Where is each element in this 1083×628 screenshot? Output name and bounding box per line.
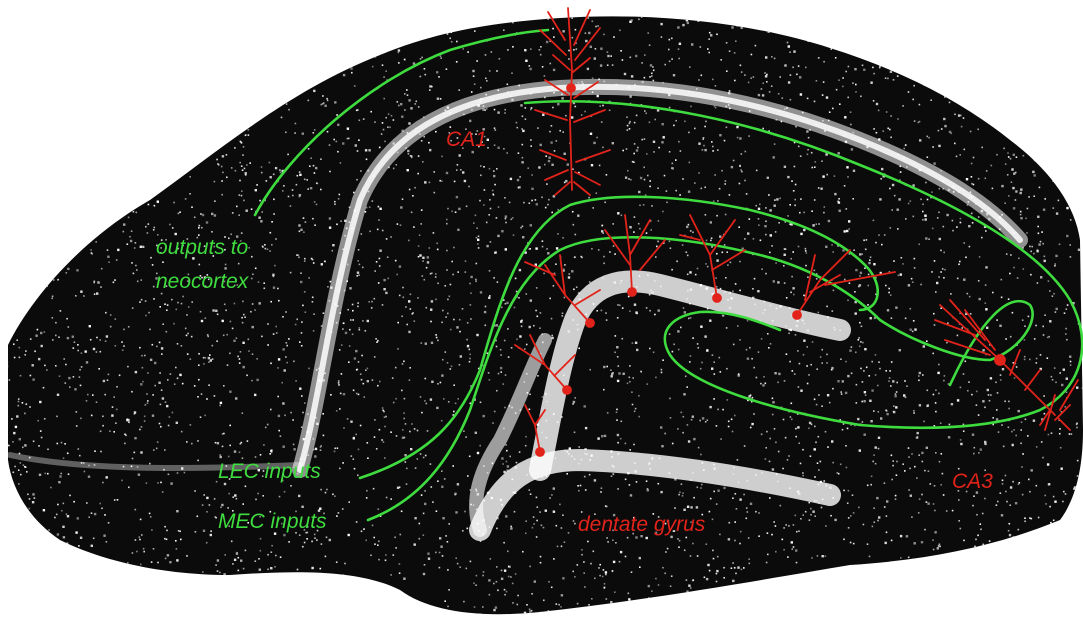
mec-inputs-label: MEC inputs bbox=[218, 510, 327, 534]
outputs-label-line1: outputs to bbox=[156, 236, 248, 260]
lec-inputs-label: LEC inputs bbox=[218, 460, 321, 484]
tissue-slice bbox=[8, 16, 1083, 614]
ca3-label: CA3 bbox=[952, 470, 993, 494]
ca1-label: CA1 bbox=[446, 128, 487, 152]
ca1-soma bbox=[567, 84, 575, 92]
outputs-label-line2: neocortex bbox=[156, 270, 248, 294]
ca3-soma bbox=[995, 355, 1005, 365]
dentate-gyrus-label: dentate gyrus bbox=[578, 513, 705, 537]
